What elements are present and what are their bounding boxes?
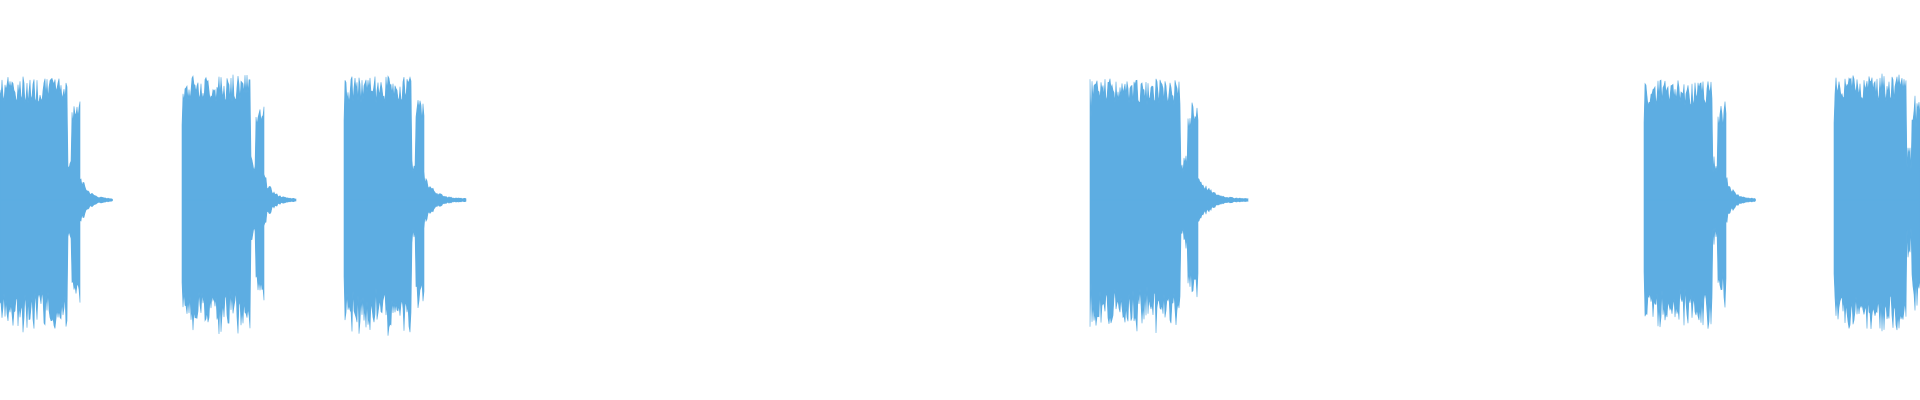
waveform-burst-6 <box>1833 73 1920 332</box>
waveform-burst-4 <box>1089 78 1249 334</box>
waveform-bursts <box>0 73 1920 336</box>
waveform-burst-3 <box>343 75 467 336</box>
waveform-burst-1 <box>0 76 113 333</box>
waveform-burst-5 <box>1643 79 1756 329</box>
waveform-burst-2 <box>181 74 297 335</box>
